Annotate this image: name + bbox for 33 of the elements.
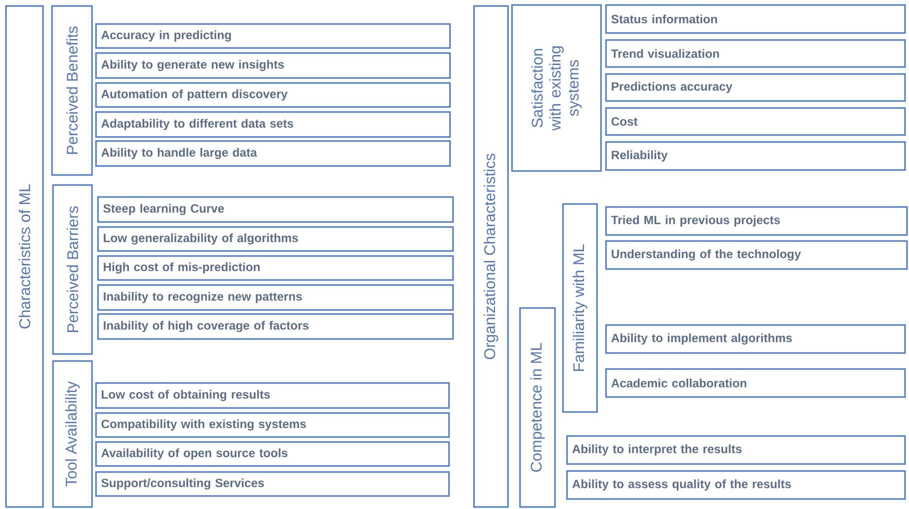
category-box: Characteristics of ML bbox=[5, 5, 44, 508]
factor-box: Low generalizability of algorithms bbox=[97, 226, 454, 252]
factor-box: Ability to generate new insights bbox=[95, 52, 451, 79]
factor-box: Status information bbox=[605, 4, 906, 34]
category-box: Familiarity with ML bbox=[562, 203, 598, 413]
factor-box: Predictions accuracy bbox=[605, 73, 906, 102]
factor-box: Cost bbox=[605, 107, 906, 136]
factor-box: Accuracy in predicting bbox=[95, 23, 451, 49]
category-box: Satisfaction with existing systems bbox=[511, 4, 602, 172]
factor-box: Ability to assess quality of the results bbox=[566, 470, 906, 500]
factor-box: Automation of pattern discovery bbox=[95, 82, 451, 108]
factor-box: Support/consulting Services bbox=[95, 471, 450, 497]
factor-box: Inability of high coverage of factors bbox=[97, 313, 454, 340]
factor-box: Adaptability to different data sets bbox=[95, 111, 451, 138]
category-box: Perceived Barriers bbox=[52, 184, 93, 355]
factor-box: Compatibility with existing systems bbox=[95, 412, 450, 438]
factor-box: Ability to handle large data bbox=[95, 140, 451, 167]
factor-box: Low cost of obtaining results bbox=[95, 382, 450, 409]
factor-box: Inability to recognize new patterns bbox=[97, 284, 454, 311]
category-box: Perceived Benefits bbox=[51, 5, 93, 176]
factor-box: Steep learning Curve bbox=[97, 196, 454, 223]
category-box: Competence in ML bbox=[519, 307, 556, 508]
factor-box: Reliability bbox=[605, 141, 906, 171]
category-box: Organizational Characteristics bbox=[473, 5, 509, 508]
factor-box: Tried ML in previous projects bbox=[605, 206, 908, 236]
category-box: Tool Availability bbox=[52, 360, 93, 508]
factor-box: Availability of open source tools bbox=[95, 441, 450, 467]
factor-box: Academic collaboration bbox=[605, 368, 906, 398]
factor-box: Ability to interpret the results bbox=[566, 435, 906, 465]
factor-box: High cost of mis-prediction bbox=[97, 255, 454, 281]
factor-box: Understanding of the technology bbox=[605, 240, 908, 270]
factor-box: Trend visualization bbox=[605, 39, 906, 68]
factor-box: Ability to implement algorithms bbox=[605, 324, 906, 354]
